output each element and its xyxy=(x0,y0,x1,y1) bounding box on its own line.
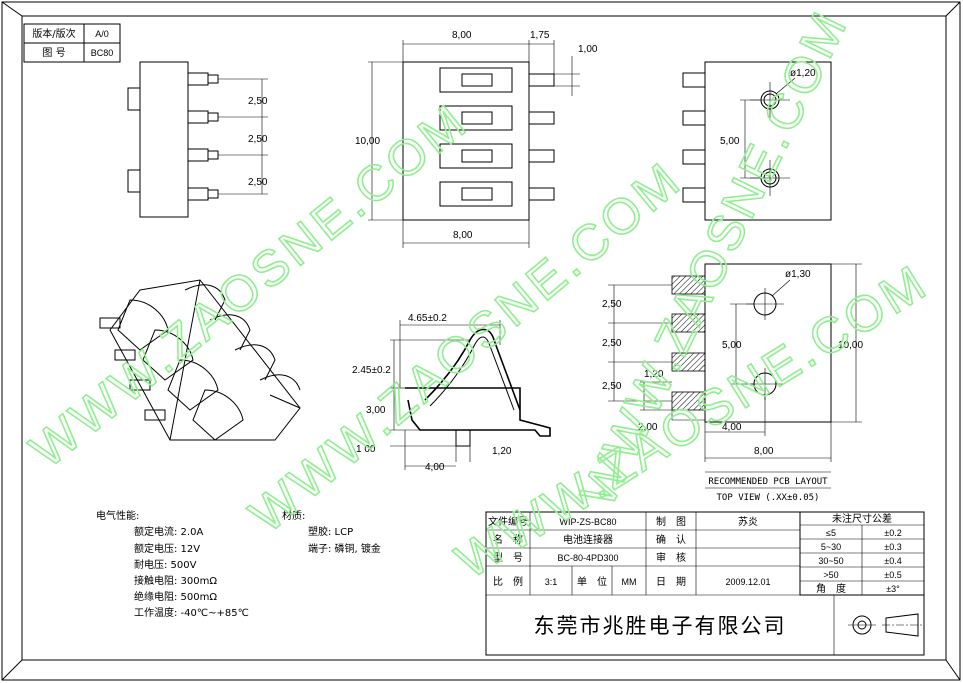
drawn-by-label: 制 图 xyxy=(656,515,686,528)
pcb-layout: ø1,30 2,50 2,50 2,50 1,20 5,00 10,00 2,0… xyxy=(602,263,863,503)
electrical-specs: 电气性能: 额定电流: 2.0A 额定电压: 12V 耐电压: 500V 接触电… xyxy=(96,509,249,619)
electrical-title: 电气性能: xyxy=(96,509,139,522)
side-pitch-1: 2,50 xyxy=(248,96,268,107)
scale-label: 比 例 xyxy=(493,575,523,588)
model-value: BC-80-4PD300 xyxy=(557,553,618,563)
drawing-number-value: BC80 xyxy=(91,48,114,58)
side-view: 2,50 2,50 2,50 xyxy=(127,61,268,218)
top-width-bottom: 8,00 xyxy=(453,230,473,241)
tolerance-value: ±0.2 xyxy=(884,528,901,538)
name-value: 电池连接器 xyxy=(563,533,613,546)
tolerance-table: 未注尺寸公差 ≤5 ±0.2 5~30 ±0.3 30~50 ±0.4 >50 … xyxy=(799,511,925,596)
spec-withstand-voltage: 耐电压: 500V xyxy=(134,558,197,571)
side-pitch-2: 2,50 xyxy=(248,134,268,145)
review-label: 审 核 xyxy=(656,551,686,564)
tolerance-range: 角 度 xyxy=(816,582,846,595)
name-label: 名 称 xyxy=(493,533,523,546)
tolerance-value: ±3° xyxy=(886,584,900,594)
unit-value: MM xyxy=(622,577,637,587)
company-name: 东莞市兆胜电子有限公司 xyxy=(534,614,787,638)
side-pitch-3: 2,50 xyxy=(248,177,268,188)
date-value: 2009.12.01 xyxy=(725,577,770,587)
tolerance-value: ±0.5 xyxy=(884,570,901,580)
pcb-layout-subtitle: TOP VIEW (.XX±0.05) xyxy=(717,493,820,503)
right-hole-diameter: ø1,20 xyxy=(790,68,816,79)
tolerance-value: ±0.3 xyxy=(884,542,901,552)
pcb-width: 8,00 xyxy=(754,446,774,457)
file-no-label: 文件编号 xyxy=(488,515,528,528)
profile-spring-height: 2.45±0.2 xyxy=(352,365,391,376)
spec-rated-voltage: 额定电压: 12V xyxy=(134,542,200,555)
unit-label: 单 位 xyxy=(577,575,607,588)
tolerance-value: ±0.4 xyxy=(884,556,901,566)
tolerance-range: ≤5 xyxy=(826,528,836,538)
top-height: 10,00 xyxy=(355,136,380,147)
top-view: 8,00 1,75 1,00 10,00 8,00 xyxy=(355,30,598,248)
title-block: 文件编号 WIP-ZS-BC80 制 图 苏炎 名 称 电池连接器 确 认 型 … xyxy=(485,511,925,656)
projection-symbol xyxy=(848,613,922,637)
pcb-pad-offset: 2,00 xyxy=(638,422,658,433)
file-no-value: WIP-ZS-BC80 xyxy=(559,517,616,527)
spec-rated-current: 额定电流: 2.0A xyxy=(134,525,203,538)
tolerance-range: >50 xyxy=(823,570,838,580)
pcb-pitch-1: 2,50 xyxy=(602,299,622,310)
material-terminal: 端子: 磷铜, 镀金 xyxy=(308,542,381,555)
spec-insulation-resistance: 绝缘电阻: 500mΩ xyxy=(134,590,217,603)
drawn-by-value: 苏炎 xyxy=(738,515,758,528)
confirm-label: 确 认 xyxy=(656,533,686,546)
pcb-height: 10,00 xyxy=(838,340,863,351)
top-pin-width: 1,00 xyxy=(578,44,598,55)
date-label: 日 期 xyxy=(656,576,686,588)
tolerance-range: 5~30 xyxy=(821,542,841,552)
pcb-hole-diameter: ø1,30 xyxy=(785,269,811,280)
right-hole-spacing: 5,00 xyxy=(720,136,740,147)
profile-spring-width: 4.65±0.2 xyxy=(408,313,447,324)
drawing-number-label: 图 号 xyxy=(42,47,65,59)
pcb-pitch-2: 2,50 xyxy=(602,338,622,349)
material-plastic: 塑胶: LCP xyxy=(308,525,353,538)
spec-operating-temperature: 工作温度: -40℃~+85℃ xyxy=(134,606,249,619)
pcb-pad-width: 1,20 xyxy=(644,369,664,380)
model-label: 型 号 xyxy=(493,551,523,564)
isometric-view xyxy=(99,279,301,441)
top-tail-length: 1,75 xyxy=(530,30,550,41)
pcb-hole-spacing: 5,00 xyxy=(722,340,742,351)
version-label: 版本/版次 xyxy=(32,27,75,40)
right-view: ø1,20 5,00 xyxy=(682,61,832,221)
pcb-hole-offset: 4,00 xyxy=(722,422,742,433)
profile-base-height: 1 00 xyxy=(356,444,376,455)
material-specs: 材质: 塑胶: LCP 端子: 磷铜, 镀金 xyxy=(282,509,381,555)
tolerance-title: 未注尺寸公差 xyxy=(832,512,892,525)
pcb-pitch-3: 2,50 xyxy=(602,381,622,392)
top-width-top: 8,00 xyxy=(452,30,472,41)
version-value: A/0 xyxy=(95,29,109,39)
tolerance-range: 30~50 xyxy=(818,556,843,566)
material-title: 材质: xyxy=(282,509,305,522)
profile-peg-width: 1,20 xyxy=(492,446,512,457)
profile-body-height: 3,00 xyxy=(366,405,386,416)
version-block: 版本/版次 A/0 图 号 BC80 xyxy=(23,23,121,63)
profile-length: 4,00 xyxy=(425,462,445,473)
pcb-layout-title: RECOMMENDED PCB LAYOUT xyxy=(708,477,828,487)
spec-contact-resistance: 接触电阻: 300mΩ xyxy=(134,574,217,587)
scale-value: 3:1 xyxy=(545,577,558,587)
profile-view: 4.65±0.2 2.45±0.2 3,00 1 00 1,20 4,00 xyxy=(352,313,551,473)
inner-border xyxy=(21,15,947,661)
